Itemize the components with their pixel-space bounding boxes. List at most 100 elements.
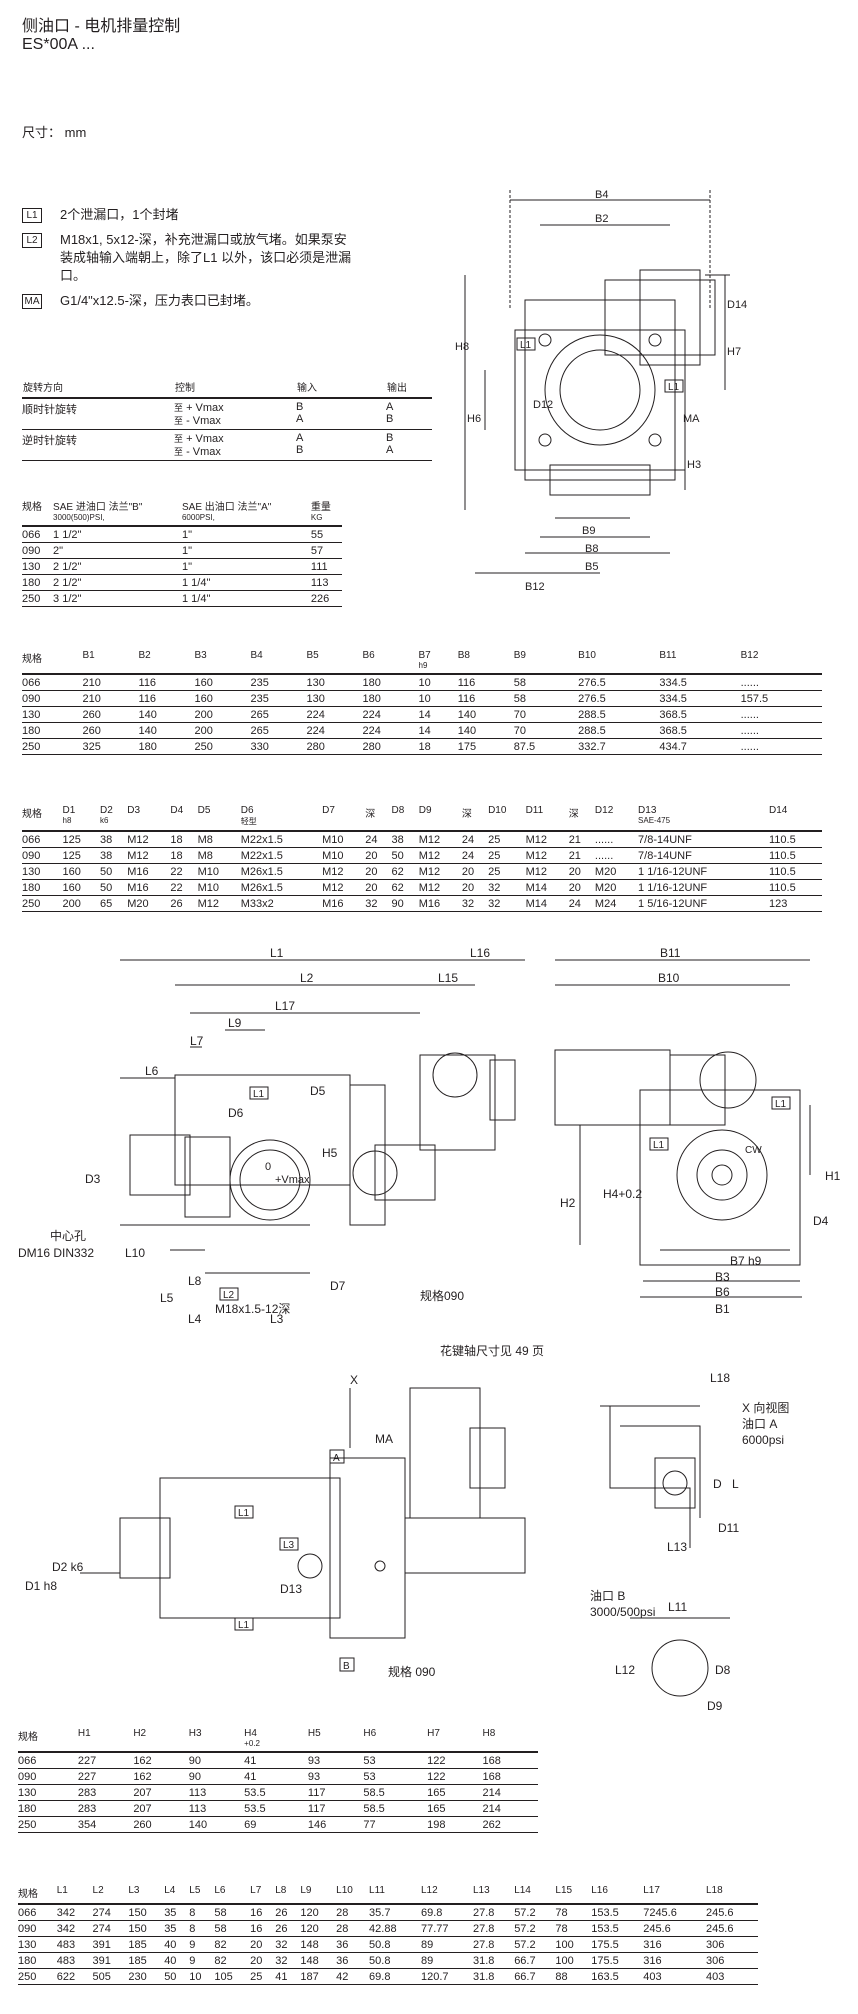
table-cell: 165 (427, 1784, 483, 1801)
table-cell: 32 (461, 895, 489, 912)
dim-l17: L17 (275, 999, 295, 1013)
port-l1-tag: L1 (653, 1140, 665, 1151)
table-cell: 53 (363, 1752, 428, 1769)
table-cell: M10 (197, 863, 241, 880)
position-vmax: +Vmax (275, 1174, 310, 1186)
table-cell: 10 (418, 690, 458, 707)
table-cell: 7/8-14UNF (638, 847, 769, 864)
table-cell: 66.7 (514, 1952, 556, 1969)
table-cell: M24 (594, 895, 639, 912)
table-cell: 250 (22, 738, 83, 755)
port-l3-tag: L3 (283, 1540, 295, 1551)
table-cell: M8 (197, 847, 241, 864)
dim-h1: H1 (825, 1169, 841, 1183)
table-cell: M12 (322, 879, 366, 896)
table-cell: 130 (18, 1936, 57, 1953)
col-header: D7 (322, 805, 366, 832)
dim-l7: L7 (190, 1034, 204, 1048)
rotation-direction: 顺时针旋转 (22, 398, 174, 430)
table-cell: 20 (250, 1936, 276, 1953)
table-cell: 280 (306, 738, 363, 755)
table-cell: 110.5 (768, 831, 822, 848)
col-subheader: k6 (100, 816, 109, 825)
table-cell: 214 (482, 1784, 538, 1801)
table-cell: 89 (421, 1952, 473, 1969)
dim-l16: L16 (470, 946, 490, 960)
table-cell: M16 (127, 863, 171, 880)
table-cell: 165 (427, 1800, 483, 1817)
col-header: B12 (740, 650, 822, 675)
table-cell: 41 (244, 1768, 308, 1785)
table-cell: 280 (362, 738, 419, 755)
table-cell: 283 (77, 1800, 134, 1817)
table-cell: 21 (568, 847, 595, 864)
table-cell: 16 (250, 1904, 276, 1921)
table-cell: 260 (82, 706, 139, 723)
table-cell: 35.7 (369, 1904, 421, 1921)
table-cell: 200 (194, 706, 251, 723)
dim-l11: L11 (668, 1600, 687, 1614)
port-b-tag: B (343, 1661, 350, 1672)
port-tag-box (234, 1617, 254, 1631)
dim-l13: L13 (667, 1540, 687, 1554)
col-header: L5 (189, 1885, 215, 1905)
table-cell: 82 (214, 1936, 251, 1953)
table-cell: M14 (525, 895, 569, 912)
table-cell: 168 (482, 1768, 538, 1785)
port-a-pressure: 6000psi (742, 1433, 784, 1447)
table-cell: 58.5 (363, 1800, 428, 1817)
dim-b4: B4 (595, 190, 608, 201)
dim-d9: D9 (707, 1699, 723, 1713)
table-cell: 93 (307, 1752, 364, 1769)
table-cell: 57.2 (514, 1936, 556, 1953)
dim-l5: L5 (160, 1291, 174, 1305)
col-header: H4+0.2 (244, 1728, 308, 1753)
table-cell: 260 (133, 1816, 189, 1833)
table-cell: 78 (555, 1920, 592, 1937)
rotation-cw: CW (745, 1145, 762, 1156)
table-cell: 14 (418, 722, 458, 739)
table-cell: 55 (310, 526, 342, 543)
table-cell: 224 (306, 722, 363, 739)
dim-l9: L9 (228, 1016, 242, 1030)
table-cell: 9 (189, 1936, 215, 1953)
col-subheader: 6000PSI, (181, 513, 215, 522)
table-cell: 207 (133, 1800, 189, 1817)
table-cell: 180 (22, 574, 54, 591)
dim-l8: L8 (188, 1274, 202, 1288)
col-header: L3 (128, 1885, 165, 1905)
col-header: H2 (133, 1728, 189, 1753)
table-cell: ...... (740, 706, 822, 723)
table-cell: ...... (740, 674, 822, 691)
thread-spec: M18x1.5-12深 (215, 1302, 290, 1316)
table-cell: 38 (100, 831, 128, 848)
table-cell: 32 (488, 879, 526, 896)
table-cell: 150 (128, 1904, 165, 1921)
table-cell: 120 (300, 1904, 337, 1921)
table-cell: 27.8 (472, 1904, 515, 1921)
port-tag-box (649, 1137, 669, 1151)
col-header: 深 (365, 805, 392, 832)
table-cell: 22 (170, 879, 198, 896)
col-header: 规格 (22, 650, 83, 675)
table-cell: 24 (461, 847, 489, 864)
dim-l: L (732, 1477, 739, 1491)
table-cell: 148 (300, 1952, 337, 1969)
table-cell: 14 (418, 706, 458, 723)
col-header: B1 (82, 650, 139, 675)
table-cell: M33x2 (240, 895, 323, 912)
dim-h5: H5 (322, 1146, 338, 1160)
table-cell: 150 (128, 1920, 165, 1937)
port-l1-tag: L1 (238, 1620, 250, 1631)
table-cell: 50 (164, 1968, 190, 1985)
port-l1-tag: L1 (668, 382, 680, 393)
